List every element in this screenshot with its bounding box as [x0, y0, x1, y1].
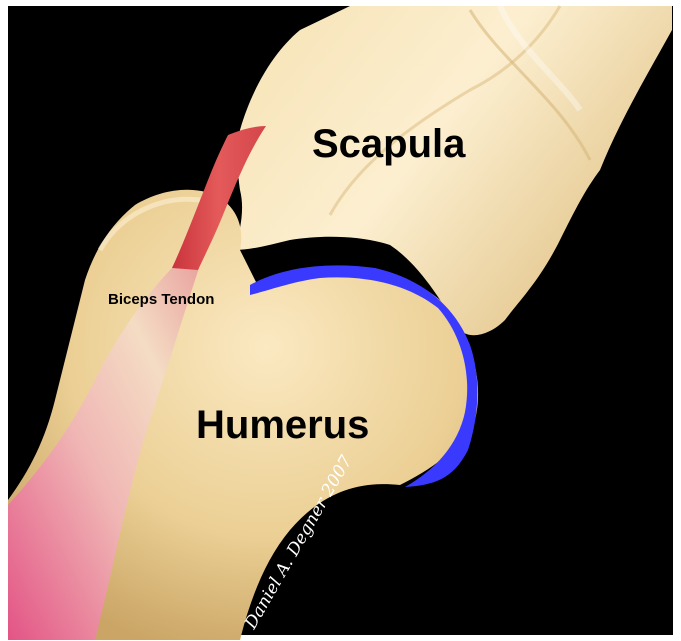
humerus-label: Humerus	[196, 403, 369, 447]
scapula-label: Scapula	[312, 122, 466, 166]
biceps-tendon-label: Biceps Tendon	[108, 291, 214, 308]
